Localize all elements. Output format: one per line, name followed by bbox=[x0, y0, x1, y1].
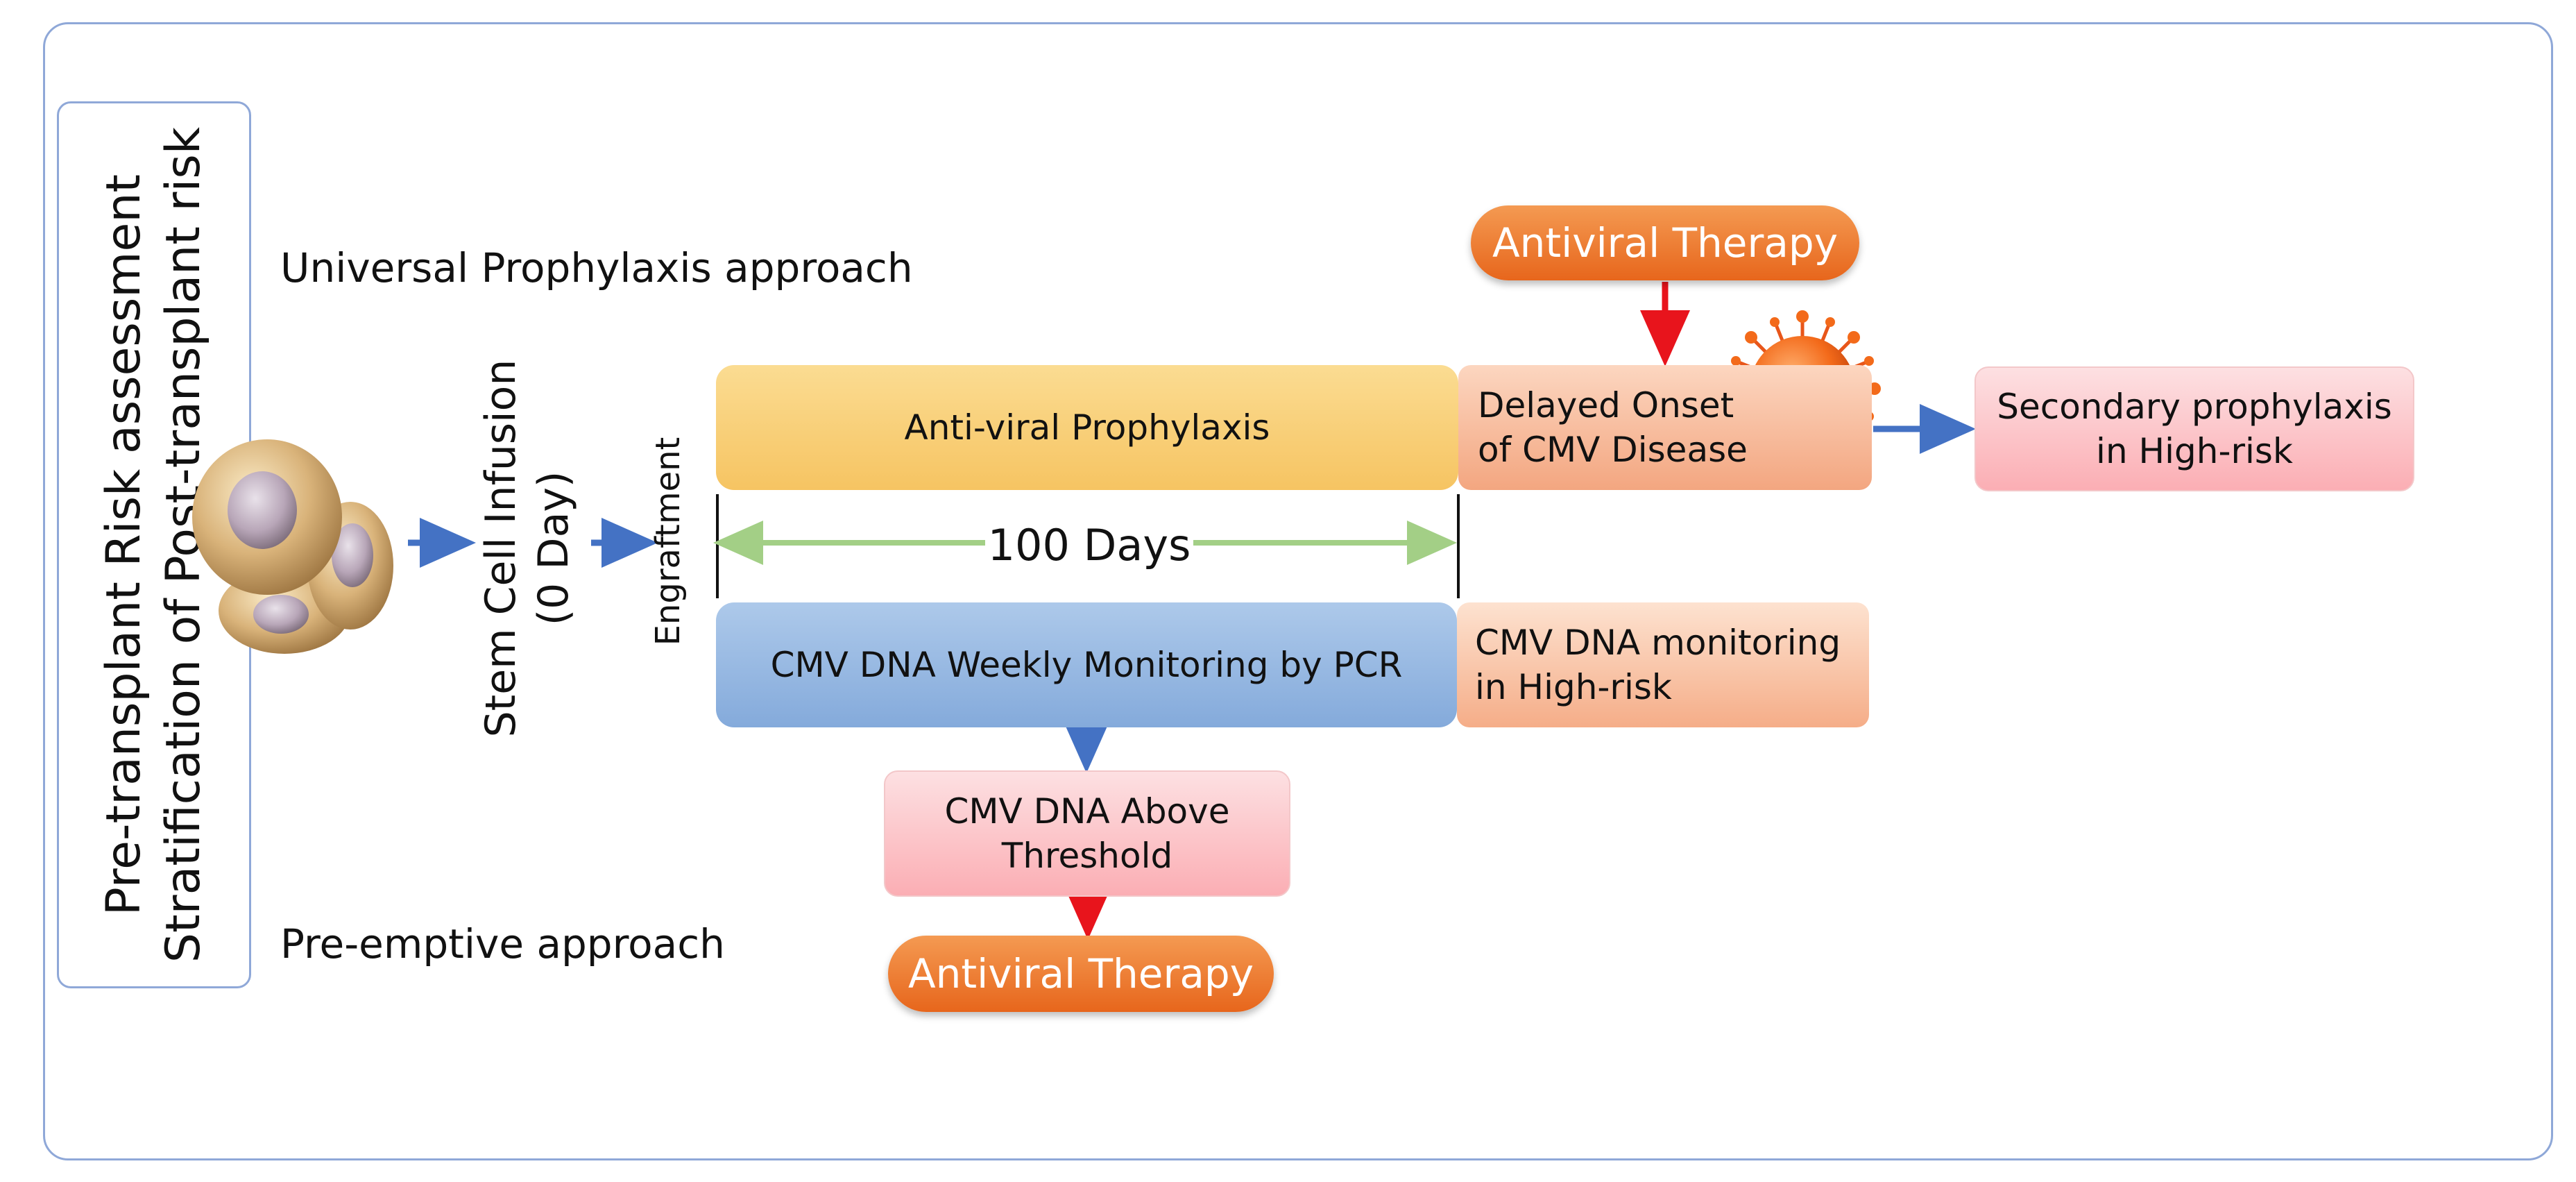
high-risk-monitoring-box: CMV DNA monitoring in High-risk bbox=[1457, 602, 1869, 727]
antiviral-therapy-bottom-pill: Antiviral Therapy bbox=[888, 936, 1274, 1012]
delayed-onset-line2: of CMV Disease bbox=[1478, 430, 1748, 470]
secondary-prophylaxis-line2: in High-risk bbox=[2096, 431, 2293, 471]
delayed-onset-box: Delayed Onset of CMV Disease bbox=[1458, 365, 1872, 490]
diagram-frame bbox=[43, 22, 2553, 1160]
stem-cell-infusion-label: Stem Cell Infusion (0 Day) bbox=[477, 360, 578, 738]
secondary-prophylaxis-box: Secondary prophylaxis in High-risk bbox=[1974, 366, 2414, 491]
pcr-monitoring-box: CMV DNA Weekly Monitoring by PCR bbox=[716, 602, 1457, 727]
threshold-box: CMV DNA Above Threshold bbox=[884, 770, 1290, 897]
antiviral-prophylaxis-box: Anti-viral Prophylaxis bbox=[716, 365, 1458, 490]
stem-cells-icon bbox=[192, 439, 393, 654]
secondary-prophylaxis-line1: Secondary prophylaxis bbox=[1997, 387, 2392, 427]
threshold-line2: Threshold bbox=[1001, 836, 1173, 876]
pcr-monitoring-text: CMV DNA Weekly Monitoring by PCR bbox=[770, 645, 1403, 685]
engraftment-label-wrap: Engraftment bbox=[644, 430, 692, 652]
antiviral-therapy-top-text: Antiviral Therapy bbox=[1492, 219, 1839, 267]
stem-cell-line1: Stem Cell Infusion bbox=[477, 359, 525, 738]
high-risk-monitoring-line1: CMV DNA monitoring bbox=[1475, 623, 1841, 663]
threshold-line1: CMV DNA Above bbox=[944, 791, 1230, 831]
universal-approach-label: Universal Prophylaxis approach bbox=[280, 244, 913, 292]
engraftment-label: Engraftment bbox=[649, 437, 688, 646]
duration-label: 100 Days bbox=[985, 514, 1193, 576]
preemptive-approach-label: Pre-emptive approach bbox=[280, 920, 725, 968]
antiviral-therapy-top-pill: Antiviral Therapy bbox=[1471, 205, 1859, 280]
antiviral-therapy-bottom-text: Antiviral Therapy bbox=[907, 950, 1254, 997]
antiviral-prophylaxis-text: Anti-viral Prophylaxis bbox=[904, 407, 1270, 448]
stem-cell-line2: (0 Day) bbox=[529, 471, 578, 626]
delayed-onset-line1: Delayed Onset bbox=[1478, 385, 1734, 425]
high-risk-monitoring-line2: in High-risk bbox=[1475, 667, 1672, 707]
